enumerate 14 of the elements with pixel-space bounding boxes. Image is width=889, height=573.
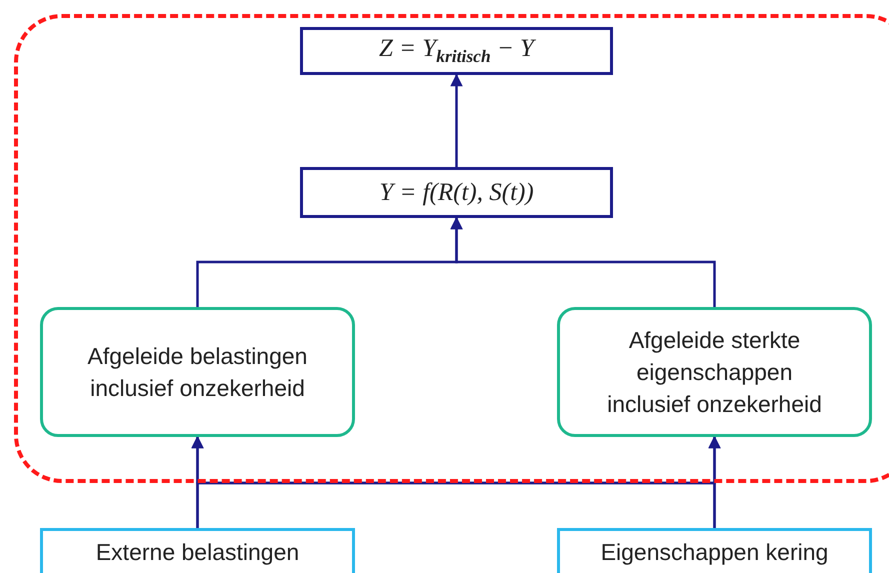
dashed-group-box xyxy=(14,14,889,483)
node-text: Z = Y$_{kritisch}$ − Y xyxy=(379,35,534,67)
process-box xyxy=(557,307,872,437)
arrow xyxy=(450,216,716,307)
process-box xyxy=(40,307,355,437)
arrow xyxy=(708,436,721,528)
formula-box xyxy=(300,27,613,75)
node-text: Y = f(R(t), S(t)) xyxy=(379,178,534,206)
node-text: Externe belastingen xyxy=(96,539,300,566)
arrow xyxy=(450,74,463,167)
node-text: Eigenschappen kering xyxy=(600,539,828,566)
node-text: Afgeleide sterkte eigenschappen inclusief onzekerheid xyxy=(606,326,823,420)
formula-box xyxy=(300,167,613,218)
node-text: Afgeleide belastingen inclusief onzekerheid xyxy=(86,342,308,403)
